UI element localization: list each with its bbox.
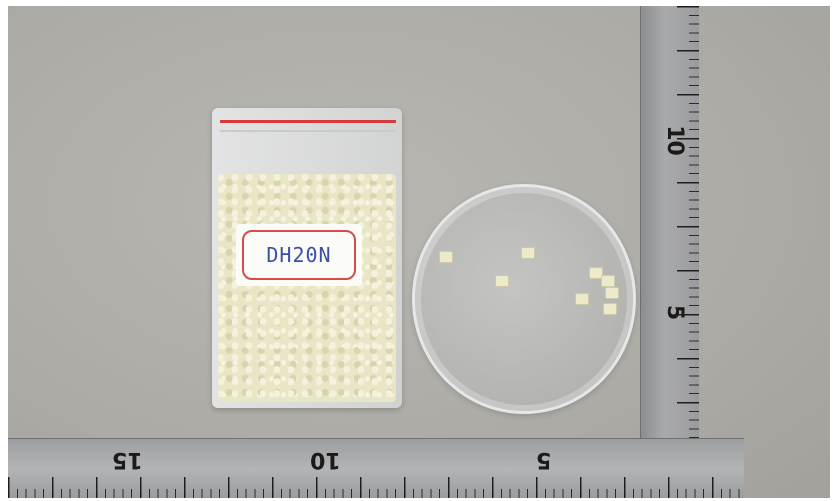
- horizontal-ruler: 15 10 5: [8, 438, 744, 498]
- pellet: [521, 247, 535, 259]
- label-frame: DH20N: [242, 230, 356, 280]
- ruler-number-10: 10: [661, 125, 687, 156]
- ruler-number-5: 5: [662, 304, 688, 321]
- bag-label: DH20N: [236, 224, 362, 286]
- bag-label-text: DH20N: [266, 243, 332, 267]
- zip-seal: [220, 130, 396, 132]
- zip-stripe: [220, 120, 396, 123]
- ruler-major-ticks: [8, 477, 744, 498]
- petri-dish: [412, 184, 636, 414]
- vertical-ruler: 10 5: [640, 6, 699, 446]
- pellet: [495, 275, 509, 287]
- pellet: [589, 267, 603, 279]
- pellet-pile: [218, 174, 396, 402]
- ruler-number-10: 10: [310, 447, 341, 472]
- pellet: [605, 287, 619, 299]
- ruler-major-ticks: [677, 6, 699, 446]
- pellet: [575, 293, 589, 305]
- zip-bag: DH20N: [212, 108, 402, 408]
- pellet: [439, 251, 453, 263]
- photo-canvas: 10 5 15 10 5 DH20N: [8, 6, 830, 498]
- ruler-number-5: 5: [536, 447, 552, 472]
- pellet: [601, 275, 615, 287]
- pellet: [603, 303, 617, 315]
- ruler-number-15: 15: [112, 447, 143, 472]
